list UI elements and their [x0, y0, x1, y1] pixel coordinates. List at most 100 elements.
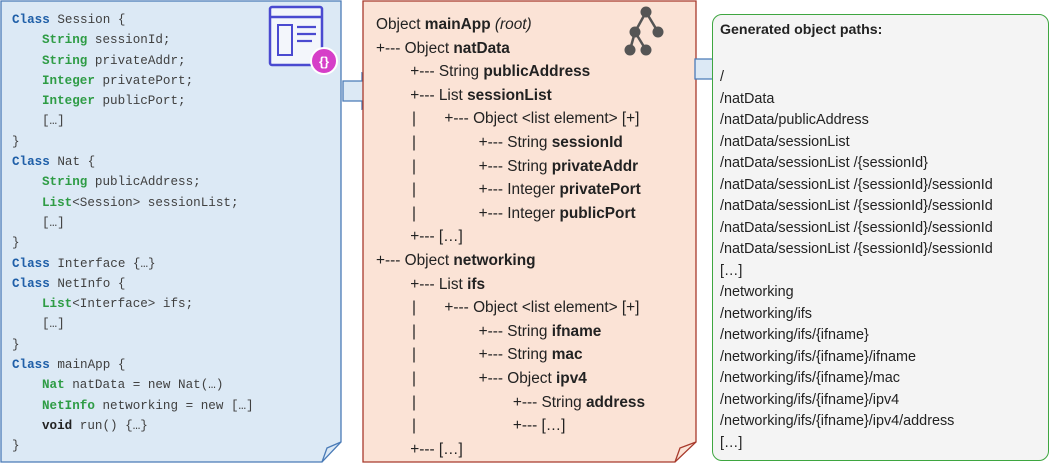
tree-node-type: […]	[438, 228, 463, 246]
code-text: Nat {	[49, 155, 96, 170]
tree-node-type: String	[507, 346, 552, 364]
object-path: /networking	[720, 284, 794, 300]
tree-branch-prefix: +---	[376, 110, 474, 128]
code-text: <Session> sessionList;	[72, 195, 239, 210]
tree-node-name: publicPort	[559, 204, 636, 222]
object-path: /natData/sessionList /{sessionId}/sessio…	[720, 198, 993, 214]
tree-node-type: Object	[404, 251, 454, 269]
tree-branch-prefix: +---	[376, 181, 508, 199]
tree-connector: |	[412, 181, 416, 199]
code-keyword: void	[42, 418, 73, 433]
code-line: List<Session> sessionList;	[12, 193, 332, 213]
object-path: /networking/ifs/{ifname}	[720, 327, 869, 343]
code-text: run() {…}	[72, 418, 148, 433]
tree-node-type: Object	[507, 369, 557, 387]
code-keyword: Integer	[42, 94, 95, 109]
code-line: […]	[12, 314, 332, 334]
tree-connector: |	[412, 133, 416, 151]
tree-node: +--- Object natData	[376, 37, 694, 61]
object-path: […]	[720, 434, 743, 451]
code-keyword: Class	[12, 256, 50, 271]
code-text: privatePort;	[94, 73, 194, 88]
object-path: /	[720, 69, 724, 85]
tree-node-name: natData	[453, 39, 510, 57]
tree-node-name: publicAddress	[483, 63, 591, 81]
tree-node: +--- List ifs	[376, 273, 694, 297]
code-keyword: Class	[12, 155, 50, 170]
tree-node-type: String	[541, 393, 586, 411]
code-text: […]	[42, 317, 65, 332]
code-line: String privateAddr;	[12, 51, 332, 71]
tree-branch-prefix: +---	[376, 63, 439, 81]
object-path: /networking/ifs/{ifname}/ifname	[720, 348, 916, 365]
object-path: /natData/sessionList /{sessionId}/sessio…	[720, 241, 993, 257]
tree-node-type: Integer	[507, 204, 560, 222]
tree-node-type: Object <list element> [+]	[473, 110, 640, 128]
code-keyword: Class	[12, 276, 50, 291]
code-text: privateAddr;	[87, 53, 186, 68]
tree-branch-prefix: +---	[376, 440, 439, 458]
code-line: Class mainApp {	[12, 355, 332, 375]
code-keyword: String	[42, 33, 88, 48]
object-path: /natData/sessionList /{sessionId}	[720, 155, 928, 171]
code-line: Class Session {	[12, 10, 332, 30]
object-tree-listing: Object mainApp (root)+--- Object natData…	[376, 13, 694, 461]
tree-node-type: Object	[404, 39, 454, 57]
tree-branch-prefix: +---	[376, 393, 542, 411]
tree-connector: |	[412, 110, 416, 128]
tree-node-type: List	[438, 86, 468, 104]
tree-node-type: Integer	[507, 181, 560, 199]
code-text: publicAddress;	[87, 175, 201, 190]
tree-node: +--- […]	[376, 438, 694, 462]
object-path: /natData	[720, 90, 775, 107]
code-line: }	[12, 132, 332, 152]
code-text: mainApp {	[49, 358, 126, 373]
object-path: /networking/ifs/{ifname}/ipv4/address	[720, 413, 955, 429]
tree-node-name: sessionId	[551, 133, 623, 151]
tree-connector: |	[412, 299, 416, 317]
code-line: Nat natData = new Nat(…)	[12, 375, 332, 395]
tree-branch-prefix: +---	[376, 228, 439, 246]
code-keyword: List	[42, 297, 73, 312]
tree-node-name: address	[585, 393, 645, 411]
generated-paths-panel: Generated object paths: //natData/natDat…	[712, 14, 1049, 461]
code-line: […]	[12, 213, 332, 233]
code-text: NetInfo {	[49, 276, 126, 291]
code-text: publicPort;	[94, 94, 186, 109]
code-text: }	[12, 134, 20, 149]
tree-node-name: mac	[551, 346, 583, 364]
tree-node-note: (root)	[490, 16, 532, 33]
tree-branch-prefix: +---	[376, 417, 542, 435]
tree-node-name: privatePort	[559, 181, 641, 199]
tree-node-type: String	[507, 322, 552, 340]
code-keyword: Class	[12, 13, 50, 27]
code-listing: Class Session { String sessionId; String p…	[12, 10, 332, 457]
tree-node: | +--- Object ipv4	[376, 367, 694, 391]
tree-node: +--- […]	[376, 225, 694, 249]
code-text: […]	[42, 215, 65, 230]
tree-connector: |	[412, 369, 416, 387]
tree-branch-prefix: +---	[376, 39, 405, 57]
code-text: natData = new Nat(…)	[64, 378, 224, 393]
tree-node: | +--- […]	[376, 414, 694, 438]
tree-node-type: String	[507, 133, 552, 151]
tree-node: +--- String publicAddress	[376, 60, 694, 84]
code-keyword: Integer	[42, 73, 95, 88]
tree-branch-prefix: +---	[376, 299, 474, 317]
code-text: sessionId;	[87, 33, 171, 48]
tree-branch-prefix: +---	[376, 251, 405, 269]
code-line: }	[12, 335, 332, 355]
code-document-shape	[0, 0, 342, 463]
tree-node-type: […]	[438, 440, 463, 458]
tree-node-name: ifname	[551, 322, 602, 340]
tree-node: +--- List sessionList	[376, 84, 694, 108]
object-path: /networking/ifs/{ifname}/mac	[720, 370, 900, 386]
tree-node-type: String	[507, 157, 552, 175]
svg-text:{}: {}	[319, 54, 329, 69]
tree-branch-prefix: +---	[376, 86, 439, 104]
object-path: /natData/sessionList	[720, 133, 850, 150]
tree-branch-prefix: +---	[376, 133, 508, 151]
tree-node-name: privateAddr	[551, 157, 639, 175]
code-line: String publicAddress;	[12, 172, 332, 192]
tree-document-shape	[362, 0, 697, 463]
